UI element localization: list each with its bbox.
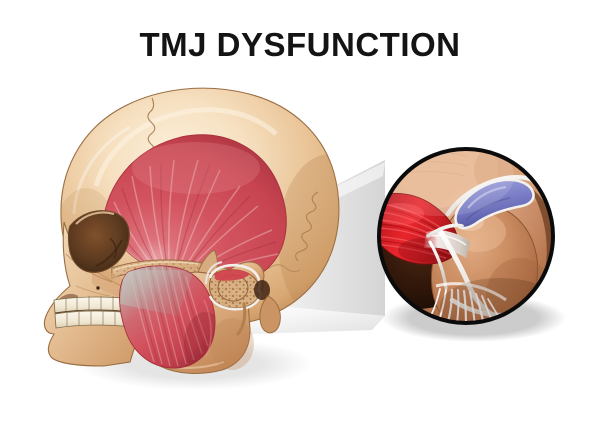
tmj-magnified-inset — [377, 147, 555, 325]
inset-border-ring — [377, 147, 555, 325]
masseter-fibers — [120, 265, 216, 368]
orbit — [67, 210, 130, 273]
tmj-joint — [205, 261, 281, 336]
lateral-skull-view — [43, 87, 340, 374]
masseter-muscle — [119, 265, 216, 369]
page-title: TMJ DYSFUNCTION — [139, 26, 461, 63]
